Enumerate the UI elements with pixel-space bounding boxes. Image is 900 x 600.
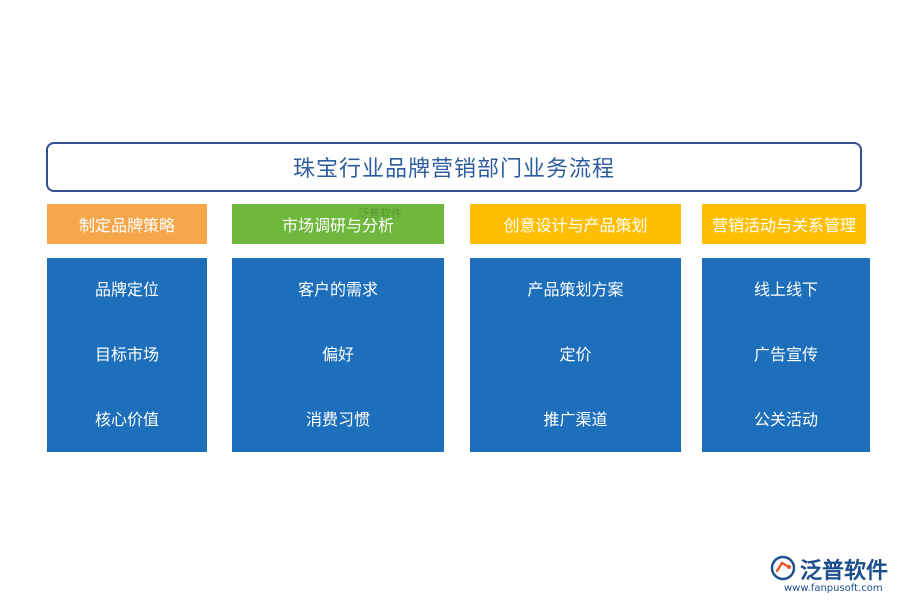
list-item: 产品策划方案: [527, 280, 624, 300]
list-item: 目标市场: [94, 344, 159, 364]
watermark-text: 泛普软件: [358, 207, 402, 220]
list-item: 品牌定位: [94, 280, 159, 300]
column-header-1: 制定品牌策略: [47, 204, 207, 244]
list-item: 消费习惯: [305, 409, 370, 429]
list-item: 偏好: [321, 344, 354, 364]
list-item: 公关活动: [753, 409, 818, 429]
diagram-title-box: 珠宝行业品牌营销部门业务流程: [46, 142, 862, 192]
column-header-1-label: 制定品牌策略: [78, 216, 175, 235]
column-header-4-label: 营销活动与关系管理: [711, 216, 856, 235]
list-item: 推广渠道: [543, 409, 608, 429]
column-body-1: 品牌定位 目标市场 核心价值: [47, 258, 207, 452]
diagram-title: 珠宝行业品牌营销部门业务流程: [292, 157, 615, 182]
column-body-2: 客户的需求 偏好 消费习惯: [232, 258, 444, 452]
list-item: 客户的需求: [297, 280, 378, 300]
column-header-3: 创意设计与产品策划: [470, 204, 681, 244]
list-item: 广告宣传: [753, 344, 818, 364]
list-item: 核心价值: [94, 409, 159, 429]
logo-url: www.fanpusoft.com: [784, 583, 883, 594]
column-header-2: 市场调研与分析: [232, 204, 444, 244]
fanpu-logo-icon: [770, 555, 796, 581]
column-body-3: 产品策划方案 定价 推广渠道: [470, 258, 681, 452]
column-header-4: 营销活动与关系管理: [702, 204, 866, 244]
column-body-4: 线上线下 广告宣传 公关活动: [702, 258, 870, 452]
logo-name: 泛普软件: [800, 559, 889, 584]
brand-logo: 泛普软件 www.fanpusoft.com: [770, 553, 895, 597]
column-header-2-label: 市场调研与分析: [281, 216, 394, 235]
column-header-3-label: 创意设计与产品策划: [503, 216, 648, 235]
list-item: 线上线下: [753, 280, 818, 300]
list-item: 定价: [559, 344, 592, 364]
